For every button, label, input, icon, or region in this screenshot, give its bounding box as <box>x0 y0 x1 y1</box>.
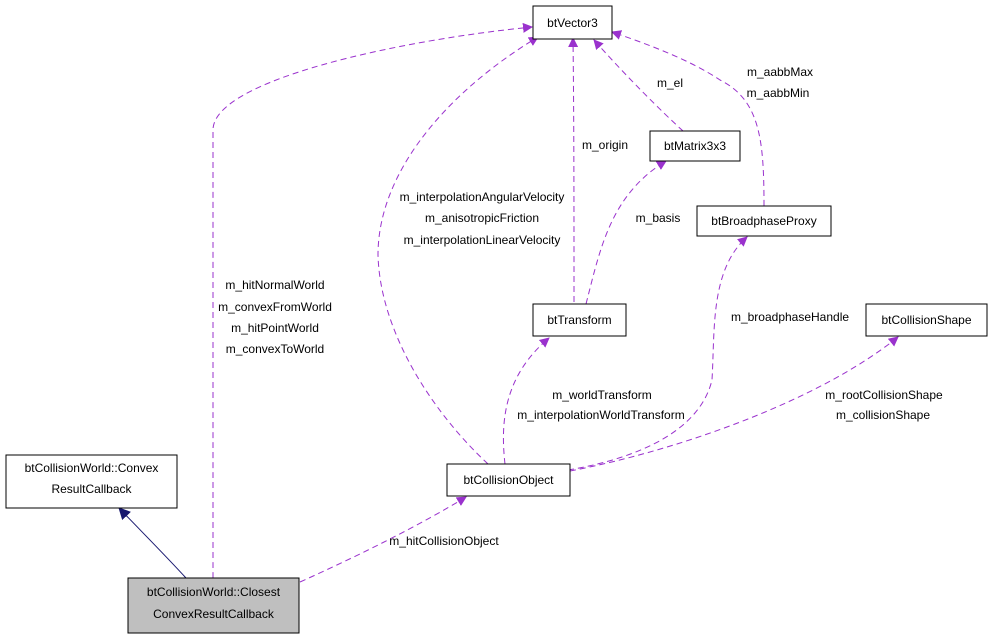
node-btbroadphaseproxy-label: btBroadphaseProxy <box>711 214 816 228</box>
node-btcollisionshape-label: btCollisionShape <box>881 313 971 327</box>
node-btvector3-label: btVector3 <box>547 16 598 30</box>
label-broadphase-handle: m_broadphaseHandle <box>731 310 849 324</box>
label-el: m_el <box>657 76 683 90</box>
node-bttransform-label: btTransform <box>547 313 611 327</box>
node-btcollisionshape[interactable]: btCollisionShape <box>865 303 988 337</box>
edge-shape-to-object <box>569 336 899 472</box>
edges <box>118 22 899 583</box>
label-interpolation-angular-velocity: m_interpolationAngularVelocity <box>400 190 565 204</box>
node-closestconvexresultcallback-label-line2: ConvexResultCallback <box>153 607 275 621</box>
edge-proxy-to-object <box>567 236 748 471</box>
label-convex-from-world: m_convexFromWorld <box>218 300 332 314</box>
edge-matrix-to-transform <box>585 160 667 305</box>
node-btcollisionobject-label: btCollisionObject <box>463 473 554 487</box>
node-btbroadphaseproxy[interactable]: btBroadphaseProxy <box>696 205 832 237</box>
label-world-transform: m_worldTransform <box>552 388 652 402</box>
node-btmatrix3x3[interactable]: btMatrix3x3 <box>649 130 741 162</box>
edge-transform-to-object <box>502 337 550 465</box>
edge-vector-to-transform <box>568 37 579 303</box>
label-aabb-max: m_aabbMax <box>747 65 813 79</box>
node-bttransform[interactable]: btTransform <box>532 303 627 337</box>
node-convexresultcallback[interactable]: btCollisionWorld::Convex ResultCallback <box>5 454 178 509</box>
label-root-collision-shape: m_rootCollisionShape <box>825 388 943 402</box>
node-closestconvexresultcallback-label-line1: btCollisionWorld::Closest <box>147 585 281 599</box>
node-convexresultcallback-label-line2: ResultCallback <box>51 482 132 496</box>
node-btmatrix3x3-label: btMatrix3x3 <box>664 139 726 153</box>
edge-object-to-callback <box>299 496 467 583</box>
label-hit-collision-object: m_hitCollisionObject <box>389 534 499 548</box>
label-hit-point-world: m_hitPointWorld <box>231 321 319 335</box>
edge-vector-to-callback <box>212 22 533 578</box>
label-interpolation-linear-velocity: m_interpolationLinearVelocity <box>404 233 561 247</box>
node-btvector3[interactable]: btVector3 <box>532 5 613 40</box>
label-anisotropic-friction: m_anisotropicFriction <box>425 211 539 225</box>
label-aabb-min: m_aabbMin <box>747 86 810 100</box>
edge-vector-to-matrix <box>593 39 684 132</box>
label-collision-shape: m_collisionShape <box>836 408 930 422</box>
label-convex-to-world: m_convexToWorld <box>226 342 324 356</box>
edge-vector-to-object <box>377 36 539 465</box>
edge-inheritance <box>118 507 187 579</box>
label-hit-normal-world: m_hitNormalWorld <box>225 278 324 292</box>
edge-vector-to-proxy <box>611 30 765 207</box>
label-origin: m_origin <box>582 138 628 152</box>
label-basis: m_basis <box>636 211 681 225</box>
label-interpolation-world-transform: m_interpolationWorldTransform <box>517 408 684 422</box>
node-closestconvexresultcallback[interactable]: btCollisionWorld::Closest ConvexResultCa… <box>127 577 300 634</box>
node-convexresultcallback-label-line1: btCollisionWorld::Convex <box>25 461 159 475</box>
node-btcollisionobject[interactable]: btCollisionObject <box>446 463 571 497</box>
edge-labels: m_hitNormalWorld m_convexFromWorld m_hit… <box>218 65 943 548</box>
